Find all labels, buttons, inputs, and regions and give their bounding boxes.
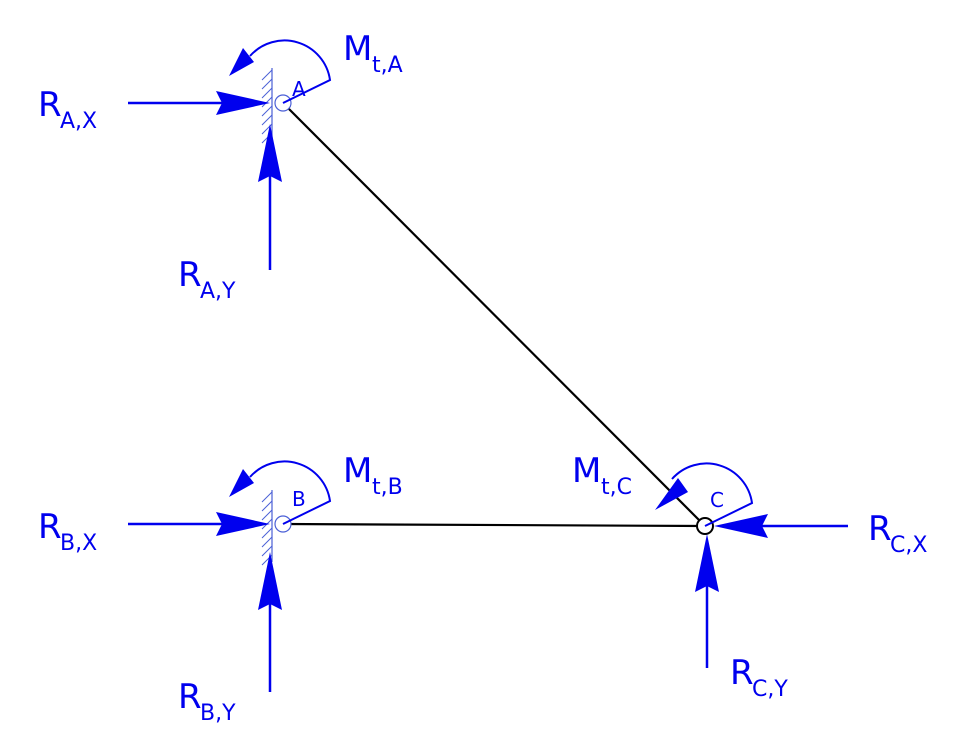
svg-text:C,Y: C,Y — [752, 677, 788, 702]
node-b-label: B — [292, 487, 306, 511]
svg-text:C,X: C,X — [890, 533, 927, 558]
svg-text:R: R — [868, 509, 892, 549]
svg-text:R: R — [730, 653, 754, 693]
force-arrow-rcy — [695, 534, 719, 668]
svg-text:M: M — [343, 451, 372, 491]
force-arrow-rax — [128, 91, 270, 115]
svg-text:B,X: B,X — [60, 531, 97, 556]
force-arrow-rbx — [128, 512, 270, 536]
svg-text:A,X: A,X — [60, 109, 97, 134]
node-a-label: A — [292, 77, 306, 101]
moment-arc-a — [229, 39, 332, 104]
label-rax: R A,X — [38, 85, 97, 134]
moment-arc-b — [229, 460, 332, 525]
force-arrow-rby — [258, 552, 282, 692]
label-mtb: M t,B — [343, 451, 403, 500]
force-arrow-ray — [258, 124, 282, 270]
member-a-c — [282, 102, 706, 527]
svg-text:t,A: t,A — [372, 53, 403, 78]
force-arrow-rcx — [714, 514, 848, 538]
svg-text:t,C: t,C — [601, 475, 632, 500]
svg-text:R: R — [38, 507, 62, 547]
member-b-c — [282, 522, 706, 528]
label-rcy: R C,Y — [730, 653, 788, 702]
label-mtc: M t,C — [572, 451, 632, 500]
svg-text:B,Y: B,Y — [200, 701, 236, 726]
label-rbx: R B,X — [38, 507, 97, 556]
svg-text:R: R — [178, 677, 202, 717]
moment-arc-c — [655, 462, 754, 527]
label-mta: M t,A — [343, 29, 403, 78]
svg-text:t,B: t,B — [372, 475, 403, 500]
label-rcx: R C,X — [868, 509, 927, 558]
support-a-wall — [261, 68, 273, 144]
svg-text:M: M — [572, 451, 601, 491]
node-c-label: C — [710, 488, 724, 512]
svg-text:R: R — [178, 255, 202, 295]
label-rby: R B,Y — [178, 677, 236, 726]
support-b-wall — [261, 490, 273, 566]
svg-text:A,Y: A,Y — [200, 279, 236, 304]
label-ray: R A,Y — [178, 255, 236, 304]
svg-text:R: R — [38, 85, 62, 125]
svg-text:M: M — [343, 29, 372, 69]
